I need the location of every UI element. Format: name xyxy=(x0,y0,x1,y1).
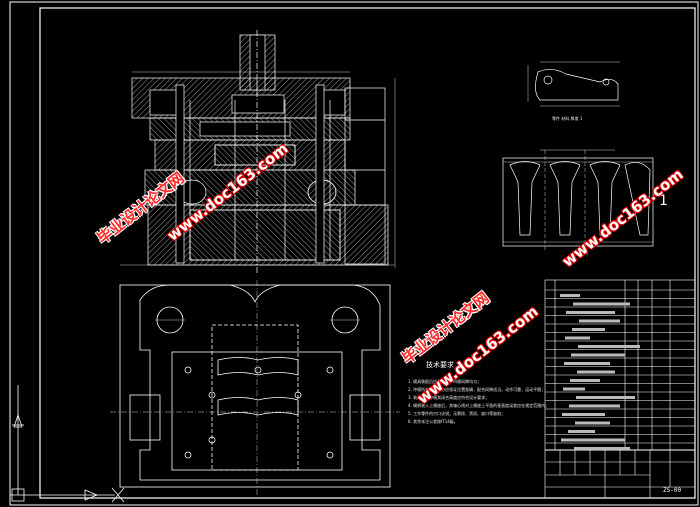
table-cell-glyphs xyxy=(570,379,600,382)
table-cell-glyphs xyxy=(563,387,585,391)
plan-view xyxy=(110,280,400,495)
technical-note: 5. 工作零件的刃口尖锐，无裂纹、黑斑、缺口等缺陷； xyxy=(408,411,506,416)
parts-list-table xyxy=(544,279,696,499)
technical-notes-title: 技术要求 xyxy=(426,361,454,369)
table-cell-glyphs xyxy=(561,438,625,442)
table-cell-glyphs xyxy=(565,336,590,340)
strip-layout-view xyxy=(502,149,654,250)
parts-list-text-blocks xyxy=(560,294,640,450)
table-cell-glyphs xyxy=(579,319,620,323)
table-cell-glyphs xyxy=(577,370,615,374)
table-cell-glyphs xyxy=(578,345,640,348)
technical-note: 2. 冲模所有活动部分应保证位置准确，配合间隙适当，动作可靠，运动平稳； xyxy=(408,387,546,392)
table-cell-glyphs xyxy=(564,362,610,365)
technical-note: 6. 其余未注公差按IT14级。 xyxy=(408,419,458,424)
part-view-label: 零件 材料 厚度 1 xyxy=(552,116,583,121)
section-view xyxy=(120,30,396,275)
table-cell-glyphs xyxy=(562,413,605,416)
drawing-border xyxy=(9,1,699,506)
table-cell-glyphs xyxy=(560,294,580,297)
part-view xyxy=(527,61,620,107)
technical-note: 1. 模具装配后应保证凸、凹模间隙均匀； xyxy=(408,379,482,384)
table-cell-glyphs xyxy=(575,421,610,425)
table-cell-glyphs xyxy=(573,302,630,306)
table-cell-glyphs xyxy=(572,328,605,331)
strip-marker: 1 xyxy=(659,193,668,209)
ucs-axis-icon xyxy=(10,385,125,503)
table-cell-glyphs xyxy=(566,311,615,314)
table-cell-glyphs xyxy=(569,404,620,408)
table-cell-glyphs xyxy=(574,447,630,450)
drawing-code: ZS-00 xyxy=(663,487,682,494)
technical-note: 3. 装配好的冲模其闭合高度应符合设计要求； xyxy=(408,395,490,400)
strip-layout-label: 排样图 xyxy=(576,250,588,255)
table-cell-glyphs xyxy=(576,396,635,399)
technical-note: 4. 模柄装入上模座后，其轴心线对上模座上平面的垂直度误差应在规定范围内； xyxy=(408,403,550,408)
table-cell-glyphs xyxy=(571,353,625,357)
table-cell-glyphs xyxy=(568,430,595,433)
